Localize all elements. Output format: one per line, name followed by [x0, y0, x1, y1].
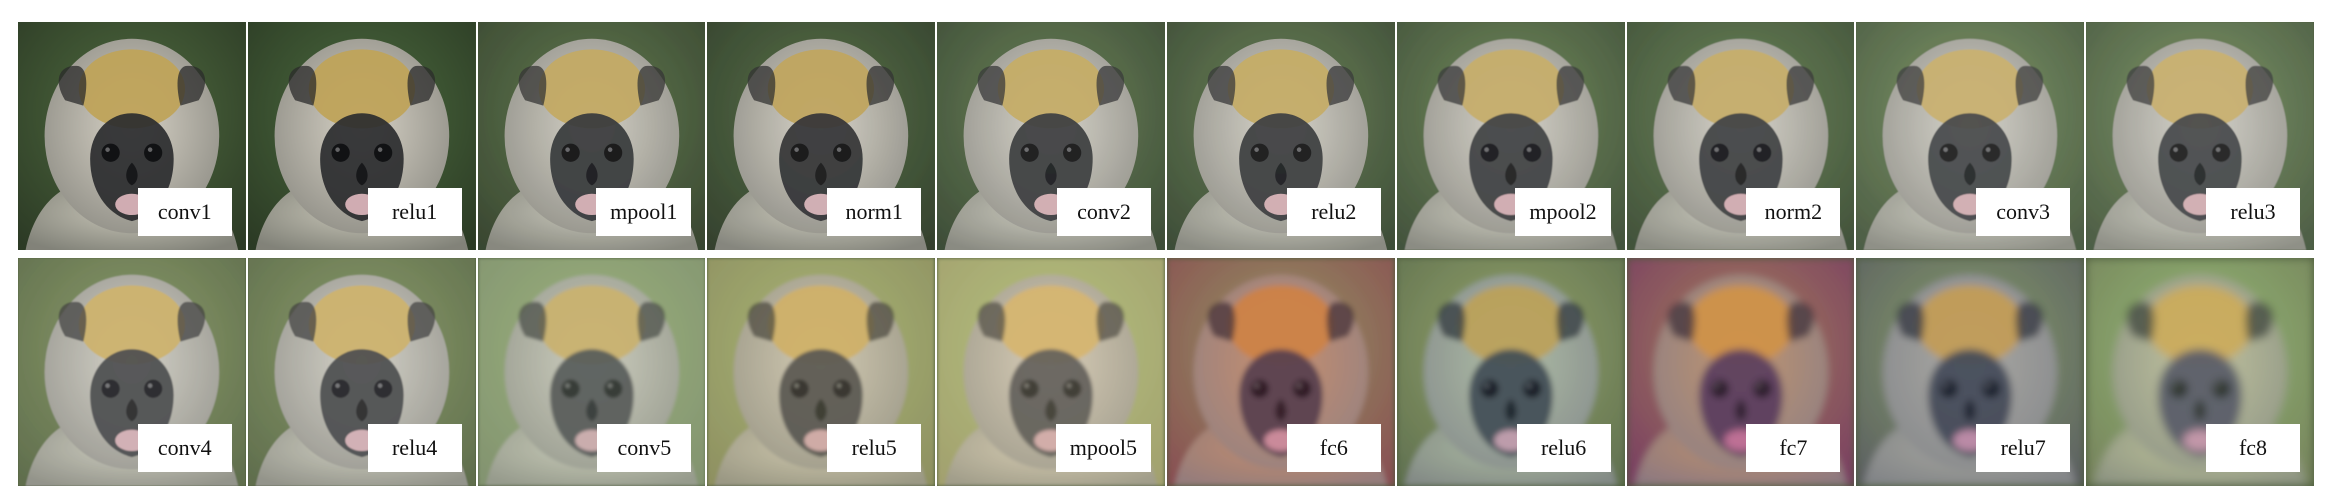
tile-relu5: relu5: [707, 258, 936, 486]
tile-relu3: relu3: [2086, 22, 2314, 250]
layer-label: conv3: [1976, 188, 2071, 236]
tile-mpool1: mpool1: [477, 22, 706, 250]
layer-label: fc8: [2206, 424, 2300, 472]
nose: [126, 162, 138, 186]
layer-label: relu3: [2206, 188, 2300, 236]
tile-relu4: relu4: [247, 258, 476, 486]
monkey-image: [937, 22, 1165, 250]
layer-label: conv2: [1057, 188, 1151, 236]
layer-label: relu6: [1516, 424, 1611, 472]
tile-conv1: conv1: [18, 22, 246, 250]
tile-norm2: norm2: [1626, 22, 1855, 250]
head-cap: [78, 49, 186, 129]
ear-tuft-right: [177, 65, 206, 106]
monkey-image: [247, 258, 476, 486]
layer-label: conv4: [137, 424, 232, 472]
ear-tuft-left: [58, 65, 87, 106]
monkey-image: [247, 22, 476, 250]
tile-relu1: relu1: [247, 22, 476, 250]
layer-label: norm2: [1746, 188, 1841, 236]
tile-fc8: fc8: [2086, 258, 2314, 486]
tile-relu6: relu6: [1396, 258, 1625, 486]
tile-fc6: fc6: [1167, 258, 1395, 486]
layer-label: relu1: [367, 188, 462, 236]
layer-label: norm1: [827, 188, 922, 236]
tile-conv2: conv2: [937, 22, 1165, 250]
layer-label: mpool5: [1055, 424, 1151, 472]
tile-conv5: conv5: [477, 258, 706, 486]
layer-label: relu5: [827, 424, 922, 472]
ear-tuft-left: [288, 65, 317, 106]
layer-label: fc6: [1286, 424, 1381, 472]
layer-label: relu2: [1286, 188, 1381, 236]
tile-fc7: fc7: [1626, 258, 1855, 486]
eye-highlight-left: [335, 147, 340, 152]
visualization-grid: conv1 relu1 mpool1 norm1 conv2 relu2 mpo…: [18, 22, 2314, 486]
tile-mpool5: mpool5: [937, 258, 1165, 486]
layer-label: mpool2: [1515, 188, 1611, 236]
head-cap: [308, 49, 415, 129]
layer-label: fc7: [1746, 424, 1841, 472]
layer-label: mpool1: [596, 188, 692, 236]
tile-relu7: relu7: [1856, 258, 2085, 486]
eye-highlight-right: [147, 147, 153, 152]
tile-mpool2: mpool2: [1396, 22, 1625, 250]
layer-label: conv5: [597, 424, 692, 472]
eye-highlight-right: [377, 147, 383, 152]
layer-label: relu7: [1976, 424, 2071, 472]
layer-label: conv1: [137, 188, 232, 236]
layer-label: relu4: [367, 424, 462, 472]
monkey-image: [1626, 22, 1855, 250]
tile-conv3: conv3: [1856, 22, 2085, 250]
tile-conv4: conv4: [18, 258, 246, 486]
ear-tuft-right: [407, 65, 435, 106]
tile-relu2: relu2: [1167, 22, 1395, 250]
nose: [356, 162, 368, 186]
tile-norm1: norm1: [707, 22, 936, 250]
eye-highlight-left: [105, 147, 110, 152]
